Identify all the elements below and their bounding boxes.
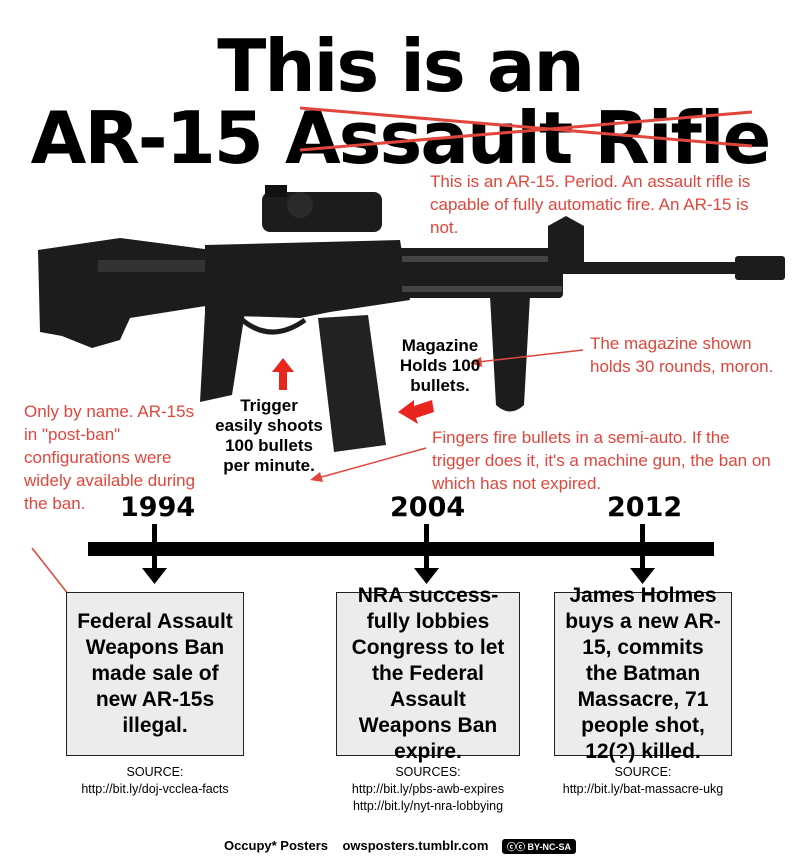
source-2004: SOURCES: http://bit.ly/pbs-awb-expires h… [310, 764, 546, 815]
trigger-label: Trigger easily shoots 100 bullets per mi… [215, 396, 323, 475]
magazine-note: The magazine shown holds 30 rounds, moro… [590, 334, 774, 376]
title-prefix: AR-15 [30, 96, 285, 180]
year-2004: 2004 [390, 492, 466, 523]
timeline-arrows [142, 524, 655, 584]
source-1994: SOURCE: http://bit.ly/doj-vcclea-facts [40, 764, 270, 798]
footer-brand: Occupy* Posters [223, 838, 328, 853]
event-box-2004: NRA success-fully lobbies Congress to le… [336, 584, 520, 763]
source-2012: SOURCE: http://bit.ly/bat-massacre-ukg [528, 764, 758, 798]
footer: Occupy* Posters owsposters.tumblr.com ⓒⓒ… [0, 838, 800, 855]
source-link[interactable]: http://bit.ly/nyt-nra-lobbying [352, 799, 504, 813]
rifle-note: This is an AR-15. Period. An assault rif… [430, 172, 751, 237]
source-link[interactable]: http://bit.ly/bat-massacre-ukg [562, 782, 724, 796]
event-box-1994: Federal Assault Weapons Ban made sale of… [66, 592, 244, 756]
event-box-2012: James Holmes buys a new AR-15, commits t… [554, 584, 732, 763]
strike-line-2 [299, 110, 753, 152]
ban-note: Only by name. AR-15s in "post-ban" confi… [24, 402, 196, 513]
source-link[interactable]: http://bit.ly/doj-vcclea-facts [81, 782, 229, 796]
strike-line-1 [299, 106, 753, 148]
year-2012: 2012 [607, 492, 683, 523]
license-badge: ⓒⓒ BY-NC-SA [502, 839, 577, 855]
footer-site-link[interactable]: owsposters.tumblr.com [342, 838, 489, 853]
trigger-arrow-icon [272, 358, 294, 390]
timeline-bar [88, 542, 714, 556]
trigger-note: Fingers fire bullets in a semi-auto. If … [432, 428, 771, 493]
ar15-rifle-image [38, 185, 785, 452]
title-line-1: This is an [217, 24, 584, 108]
magazine-label: Magazine Holds 100 bullets. [399, 336, 481, 395]
source-link[interactable]: http://bit.ly/pbs-awb-expires [351, 782, 505, 796]
trigger-note-arrow [317, 447, 427, 479]
magazine-arrow-icon [398, 400, 434, 424]
magazine-note-arrow [477, 349, 584, 363]
year-1994: 1994 [120, 492, 196, 523]
